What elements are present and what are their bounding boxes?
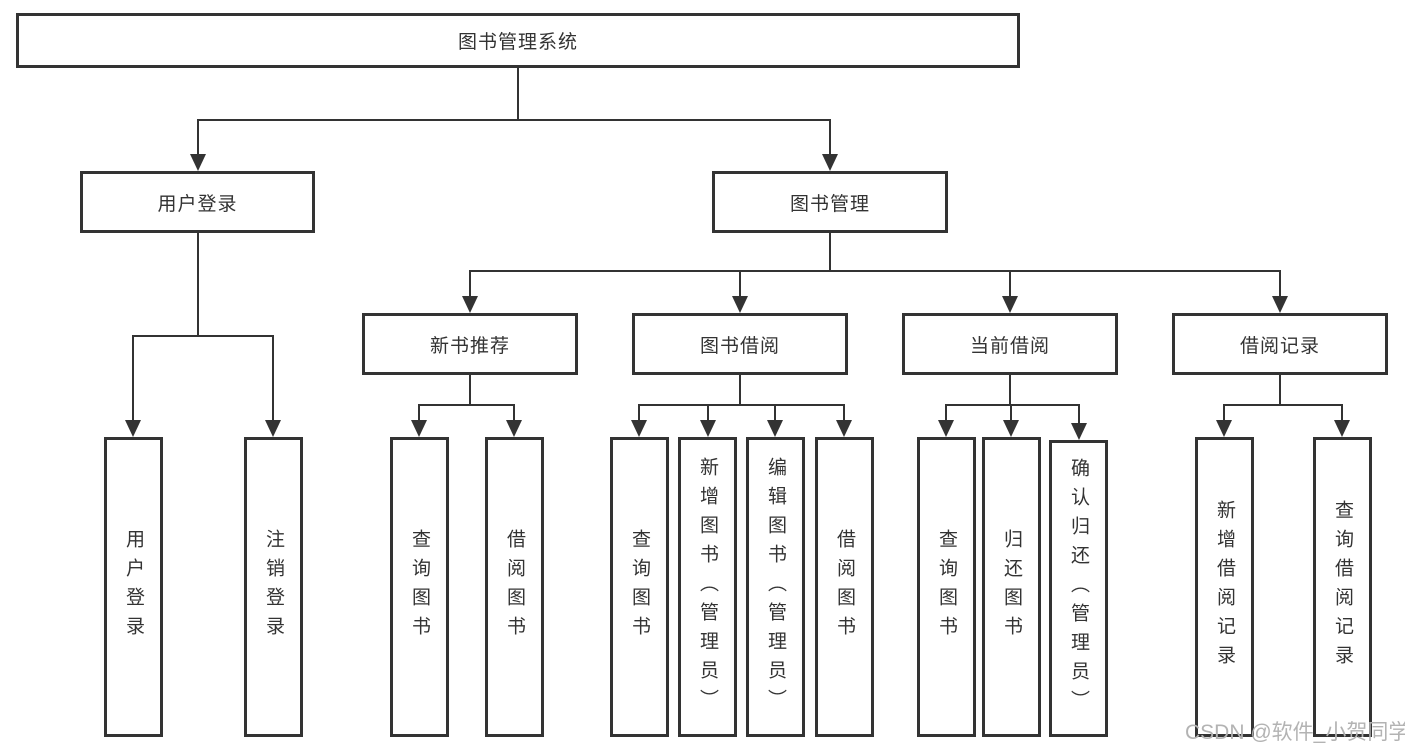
arrow-down-icon	[462, 296, 478, 313]
arrow-down-icon	[1272, 296, 1288, 313]
node-leaf-label: 归还图书	[1001, 529, 1022, 645]
node-leaf-query-borrow-record: 查询借阅记录	[1313, 437, 1372, 737]
node-leaf-return-books: 归还图书	[982, 437, 1041, 737]
node-leaf-borrow-books: 借阅图书	[815, 437, 874, 737]
connector-line	[843, 404, 845, 423]
node-leaf-query-books: 查询图书	[390, 437, 449, 737]
node-leaf-query-books: 查询图书	[917, 437, 976, 737]
connector-line	[469, 270, 471, 300]
node-leaf-label: 用户登录	[123, 529, 144, 645]
node-leaf-label: 查询图书	[629, 529, 650, 645]
arrow-down-icon	[767, 420, 783, 437]
node-root-label: 图书管理系统	[457, 32, 578, 53]
arrow-down-icon	[732, 296, 748, 313]
connector-line	[945, 404, 1079, 406]
arrow-down-icon	[506, 420, 522, 437]
node-leaf-label: 借阅图书	[834, 529, 855, 645]
arrow-down-icon	[1216, 420, 1232, 437]
node-borrow-records: 借阅记录	[1172, 313, 1388, 375]
connector-line	[1223, 404, 1225, 423]
node-book-borrow: 图书借阅	[632, 313, 848, 375]
arrow-down-icon	[1334, 420, 1350, 437]
arrow-down-icon	[190, 154, 206, 171]
node-user-login-label: 用户登录	[157, 193, 238, 215]
connector-line	[197, 119, 199, 159]
connector-line	[638, 404, 844, 406]
connector-line	[132, 335, 134, 423]
arrow-down-icon	[125, 420, 141, 437]
node-leaf-label: 注销登录	[263, 529, 284, 645]
node-leaf-edit-books-admin: 编辑图书（管理员）	[746, 437, 805, 737]
node-leaf-add-borrow-record: 新增借阅记录	[1195, 437, 1254, 737]
connector-line	[469, 270, 1281, 272]
arrow-down-icon	[700, 420, 716, 437]
connector-line	[1341, 404, 1343, 423]
connector-line	[418, 404, 420, 423]
node-leaf-confirm-return-admin: 确认归还（管理员）	[1049, 440, 1108, 737]
arrow-down-icon	[1002, 296, 1018, 313]
connector-line	[1223, 404, 1342, 406]
arrow-down-icon	[822, 154, 838, 171]
arrow-down-icon	[1003, 420, 1019, 437]
node-leaf-label: 确认归还（管理员）	[1068, 458, 1089, 719]
connector-line	[513, 404, 515, 423]
arrow-down-icon	[631, 420, 647, 437]
connector-line	[739, 270, 741, 300]
node-leaf-add-books-admin: 新增图书（管理员）	[678, 437, 737, 737]
node-leaf-borrow-books: 借阅图书	[485, 437, 544, 737]
arrow-down-icon	[836, 420, 852, 437]
connector-line	[774, 404, 776, 423]
node-leaf-query-books: 查询图书	[610, 437, 669, 737]
arrow-down-icon	[411, 420, 427, 437]
node-root: 图书管理系统	[16, 13, 1020, 68]
node-user-login: 用户登录	[80, 171, 315, 233]
connector-line	[1009, 375, 1011, 406]
connector-line	[638, 404, 640, 423]
node-leaf-label: 查询图书	[936, 529, 957, 645]
connector-line	[1279, 270, 1281, 300]
node-leaf-label: 新增图书（管理员）	[697, 456, 718, 718]
node-leaf-logout: 注销登录	[244, 437, 303, 737]
node-leaf-label: 查询借阅记录	[1332, 500, 1353, 674]
connector-line	[1279, 375, 1281, 406]
node-new-book-recommend: 新书推荐	[362, 313, 578, 375]
connector-line	[469, 375, 471, 406]
arrow-down-icon	[938, 420, 954, 437]
connector-line	[517, 68, 519, 121]
node-leaf-label: 新增借阅记录	[1214, 500, 1235, 674]
node-book-management: 图书管理	[712, 171, 948, 233]
watermark: CSDN @软件_小贺同学	[1185, 721, 1405, 744]
connector-line	[272, 335, 274, 423]
node-leaf-label: 借阅图书	[504, 529, 525, 645]
connector-line	[829, 119, 831, 159]
connector-line	[1078, 404, 1080, 423]
node-leaf-label: 查询图书	[409, 529, 430, 645]
connector-line	[1010, 404, 1012, 423]
node-current-borrow: 当前借阅	[902, 313, 1118, 375]
connector-line	[945, 404, 947, 423]
node-book-borrow-label: 图书借阅	[699, 335, 780, 357]
connector-line	[707, 404, 709, 423]
connector-line	[418, 404, 515, 406]
node-leaf-user-login: 用户登录	[104, 437, 163, 737]
node-book-management-label: 图书管理	[789, 193, 870, 215]
connector-line	[1009, 270, 1011, 300]
connector-line	[829, 233, 831, 272]
connector-line	[197, 233, 199, 337]
node-new-book-recommend-label: 新书推荐	[429, 335, 510, 357]
connector-line	[739, 375, 741, 406]
connector-line	[197, 119, 831, 121]
arrow-down-icon	[265, 420, 281, 437]
arrow-down-icon	[1071, 423, 1087, 440]
node-leaf-label: 编辑图书（管理员）	[765, 456, 786, 718]
connector-line	[132, 335, 274, 337]
node-current-borrow-label: 当前借阅	[969, 335, 1050, 357]
node-borrow-records-label: 借阅记录	[1239, 335, 1320, 357]
